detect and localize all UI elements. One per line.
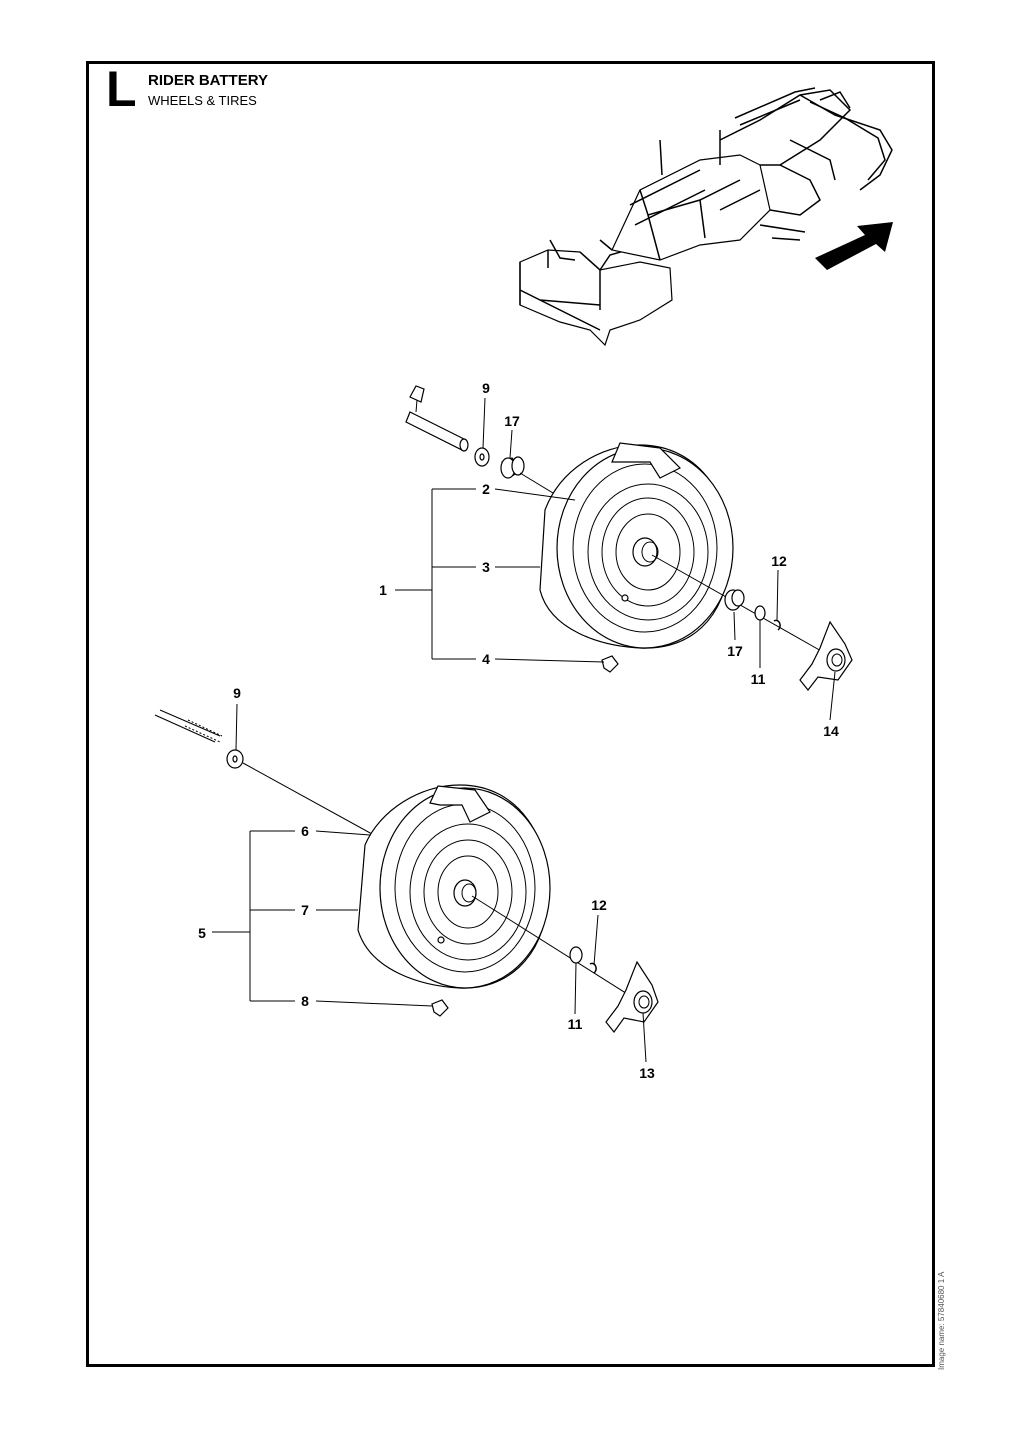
chassis-overview-illustration — [519, 87, 893, 347]
callout-rear-hub-cap: 14 — [823, 723, 839, 739]
callout-rear-washer: 11 — [751, 671, 766, 687]
front-rim — [409, 823, 527, 961]
callout-front-tire: 7 — [301, 902, 309, 918]
callout-front-wheel-assembly: 5 — [198, 925, 206, 941]
front-axle-shaft — [154, 709, 223, 743]
front-wheel-illustration — [154, 709, 659, 1033]
rear-retaining-ring — [773, 619, 781, 631]
callout-rear-outer-bushing: 17 — [727, 643, 743, 659]
callout-front-valve: 8 — [301, 993, 309, 1009]
callout-rear-bolt-washer: 9 — [482, 380, 490, 396]
page-frame — [86, 61, 935, 1367]
callout-rear-inner-bushing: 17 — [504, 413, 520, 429]
callout-rear-retaining-ring: 12 — [771, 553, 787, 569]
section-letter: L — [106, 61, 137, 117]
front-valve — [431, 999, 449, 1017]
rear-outer-bushing — [724, 589, 745, 611]
direction-arrow-icon — [815, 222, 893, 270]
front-hub-cap — [605, 960, 659, 1033]
callout-rear-valve: 4 — [482, 651, 490, 667]
page-subtitle: WHEELS & TIRES — [148, 93, 257, 108]
callout-labels: 9 17 2 3 1 4 12 17 11 14 9 6 7 5 8 12 11… — [198, 380, 839, 1081]
rear-hub-cap — [799, 620, 853, 691]
rear-wheel-illustration — [405, 385, 853, 691]
rear-inner-bushing — [500, 456, 525, 479]
page-title: RIDER BATTERY — [148, 72, 268, 89]
callout-front-washer-inner: 9 — [233, 685, 241, 701]
rear-valve — [601, 655, 619, 673]
callout-rear-tire: 3 — [482, 559, 490, 575]
rear-washer — [754, 605, 766, 621]
front-washer — [569, 946, 583, 964]
leader-lines — [212, 397, 836, 1063]
callout-front-rim: 6 — [301, 823, 309, 839]
rear-rim — [587, 483, 709, 621]
callout-front-washer: 11 — [568, 1016, 583, 1032]
callout-front-hub-cap: 13 — [639, 1065, 655, 1081]
callout-rear-wheel-assembly: 1 — [379, 582, 387, 598]
callout-rear-rim: 2 — [482, 481, 490, 497]
callout-front-retaining-ring: 12 — [591, 897, 607, 913]
rear-axle-bolt — [405, 385, 469, 452]
front-retaining-ring — [589, 962, 597, 974]
